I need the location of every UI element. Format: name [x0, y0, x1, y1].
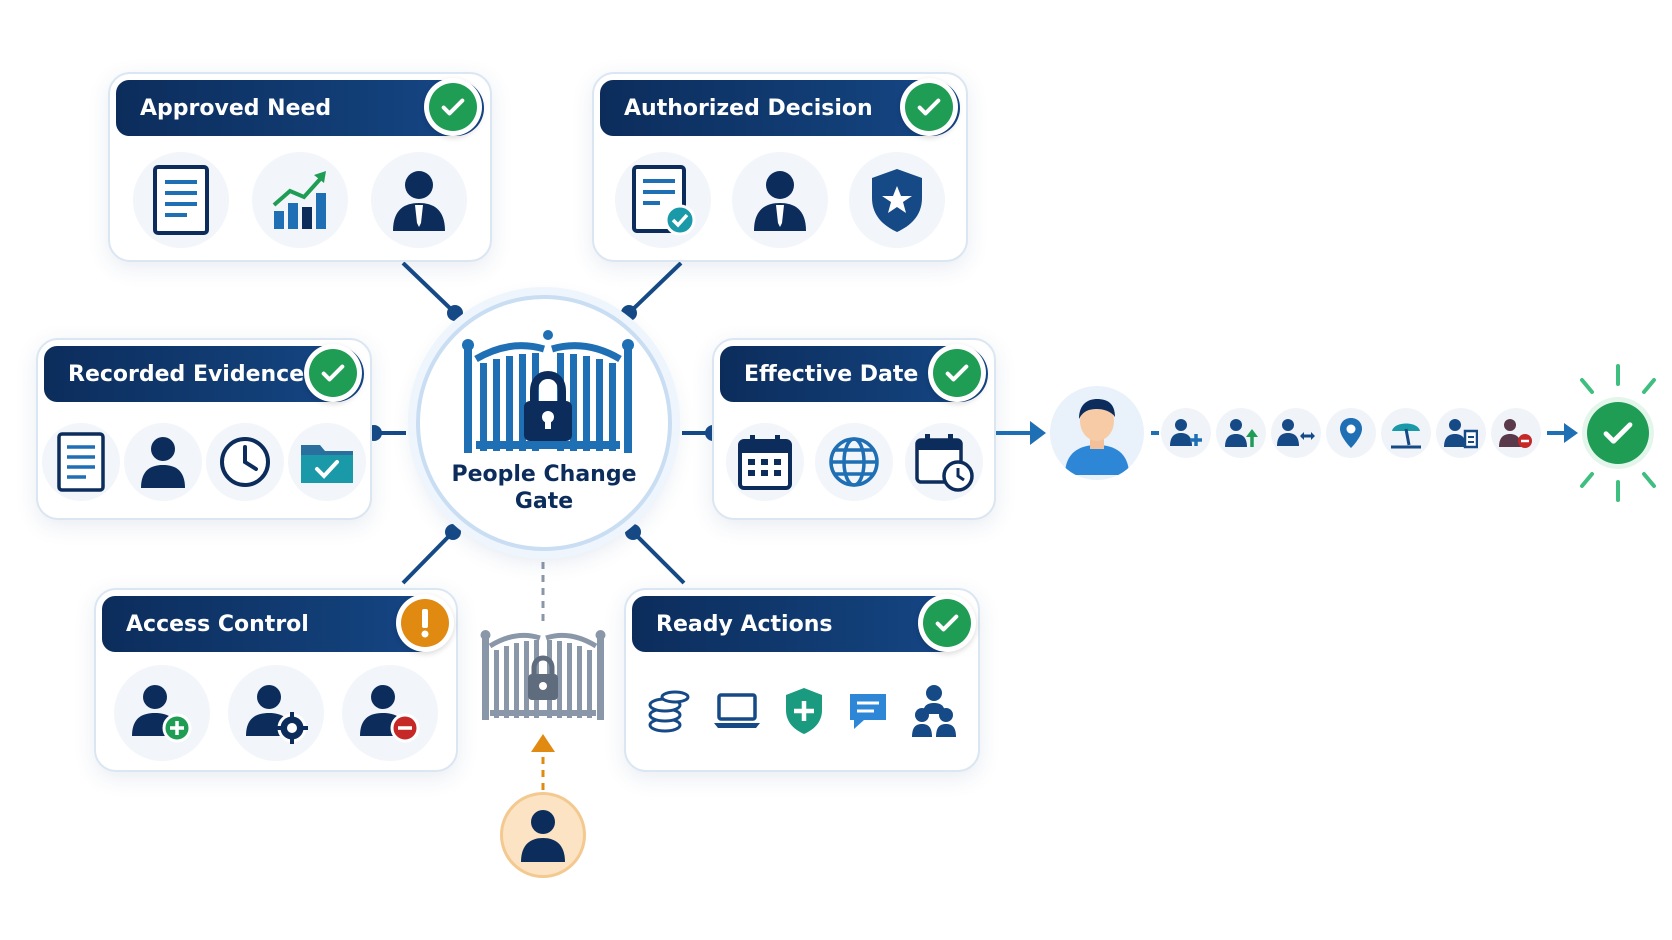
check-icon [304, 344, 362, 402]
shield-star-icon [849, 152, 945, 248]
person-icon [521, 810, 565, 862]
effective-date-title: Effective Date [744, 361, 919, 387]
user-remove-icon [1499, 419, 1532, 448]
approved-need-card: Approved Need [108, 72, 492, 262]
check-icon [1587, 402, 1649, 464]
flow-step-user-remove [1491, 408, 1541, 458]
locked-gate-icon [480, 630, 606, 720]
access-control-header: Access Control [102, 596, 450, 652]
flow-step-user-promote [1216, 408, 1266, 458]
globe-icon [815, 423, 893, 501]
manager-icon [371, 152, 467, 248]
connector-ready-actions [631, 530, 686, 585]
arrow-head-request [531, 734, 555, 752]
user-transfer-icon [1277, 419, 1315, 446]
padlock-icon [524, 370, 572, 441]
person-icon [124, 423, 202, 501]
authorized-decision-icons [594, 150, 966, 250]
sparkle-rays [1580, 364, 1656, 502]
verified-folder-icon [288, 423, 366, 501]
vacation-icon [1391, 423, 1421, 449]
flow-step-user-document [1436, 408, 1486, 458]
flow-step-user-transfer [1271, 408, 1321, 458]
flow-arrow-head [1030, 421, 1046, 445]
connector-authorized-decision [627, 261, 683, 315]
access-control-card: Access Control [94, 588, 458, 772]
check-icon [928, 344, 986, 402]
requester-avatar [500, 792, 586, 878]
ready-actions-title: Ready Actions [656, 611, 833, 637]
check-icon [918, 594, 976, 652]
authorized-decision-title: Authorized Decision [624, 95, 873, 121]
recorded-evidence-card: Recorded Evidence [36, 338, 372, 520]
connector-dot [621, 305, 637, 321]
recorded-evidence-icons [38, 416, 370, 508]
effective-date-icons [714, 416, 994, 508]
clock-icon [206, 423, 284, 501]
laptop-icon [712, 691, 762, 735]
connector-access-control [401, 530, 455, 585]
gate-label: People Change Gate [451, 462, 637, 514]
final-complete-badge [1582, 397, 1654, 469]
coins-icon [647, 687, 691, 739]
effective-date-card: Effective Date [712, 338, 996, 520]
authorized-decision-card: Authorized Decision [592, 72, 968, 262]
user-remove-icon [342, 665, 438, 761]
approved-document-icon [615, 152, 711, 248]
user-add-icon [1170, 419, 1202, 446]
user-settings-icon [228, 665, 324, 761]
recorded-evidence-title: Recorded Evidence [68, 361, 305, 387]
employee-icon [1065, 399, 1129, 475]
location-pin-icon [1340, 418, 1362, 448]
check-icon [424, 78, 482, 136]
flow-step-user-add [1161, 408, 1211, 458]
gate-icon [462, 330, 634, 453]
document-icon [42, 423, 120, 501]
flow-step-location [1326, 408, 1376, 458]
connector-dot [445, 524, 461, 540]
access-control-icons [96, 665, 456, 761]
chat-icon [846, 690, 890, 736]
shield-plus-icon [783, 686, 825, 740]
employee-avatar [1050, 386, 1144, 480]
team-icon [911, 684, 957, 742]
growth-chart-icon [252, 152, 348, 248]
people-change-gate: People Change Gate [416, 295, 672, 551]
access-control-title: Access Control [126, 611, 309, 637]
calendar-clock-icon [904, 423, 983, 501]
ready-actions-icons [626, 666, 978, 760]
flow-arrow-final-head [1564, 423, 1578, 443]
check-icon [900, 78, 958, 136]
ready-actions-header: Ready Actions [632, 596, 972, 652]
connector-approved-need [401, 261, 457, 315]
calendar-icon [725, 423, 804, 501]
connector-dot [625, 524, 641, 540]
approved-need-icons [110, 150, 490, 250]
user-document-icon [1444, 419, 1478, 449]
ready-actions-card: Ready Actions [624, 588, 980, 772]
connector-dot [447, 305, 463, 321]
warning-icon [396, 594, 454, 652]
approved-need-title: Approved Need [140, 95, 332, 121]
approved-need-header: Approved Need [116, 80, 484, 136]
flow-step-vacation [1381, 408, 1431, 458]
user-promote-icon [1225, 419, 1258, 447]
document-icon [133, 152, 229, 248]
manager-icon [732, 152, 828, 248]
user-add-icon [114, 665, 210, 761]
